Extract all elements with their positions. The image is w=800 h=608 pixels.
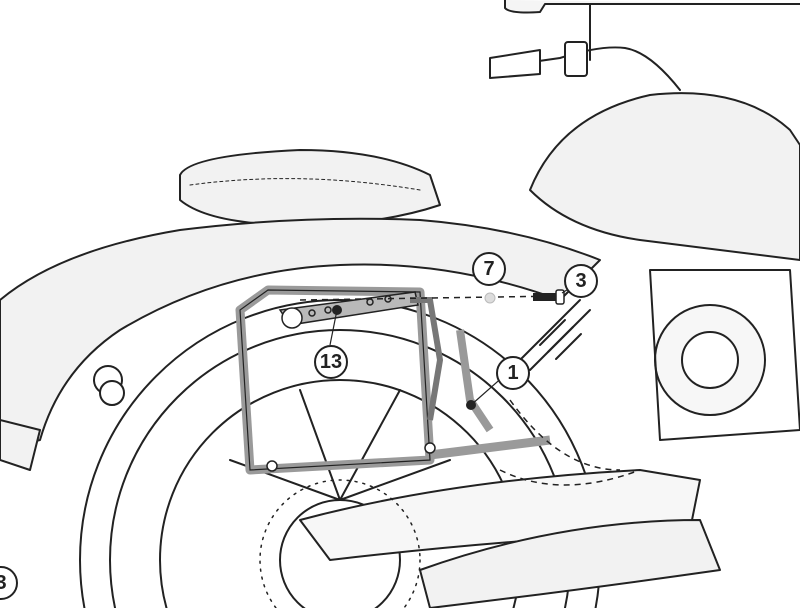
spacer-7	[484, 292, 496, 304]
callout-13: 13	[314, 345, 348, 379]
seat	[179, 149, 441, 226]
fuel-tank	[529, 92, 800, 261]
callout-7: 7	[472, 252, 506, 286]
mirror	[504, 0, 800, 14]
callout-3: 3	[564, 264, 598, 298]
exhaust	[419, 519, 721, 608]
bolt-3	[533, 293, 557, 301]
callout-1: 1	[496, 356, 530, 390]
